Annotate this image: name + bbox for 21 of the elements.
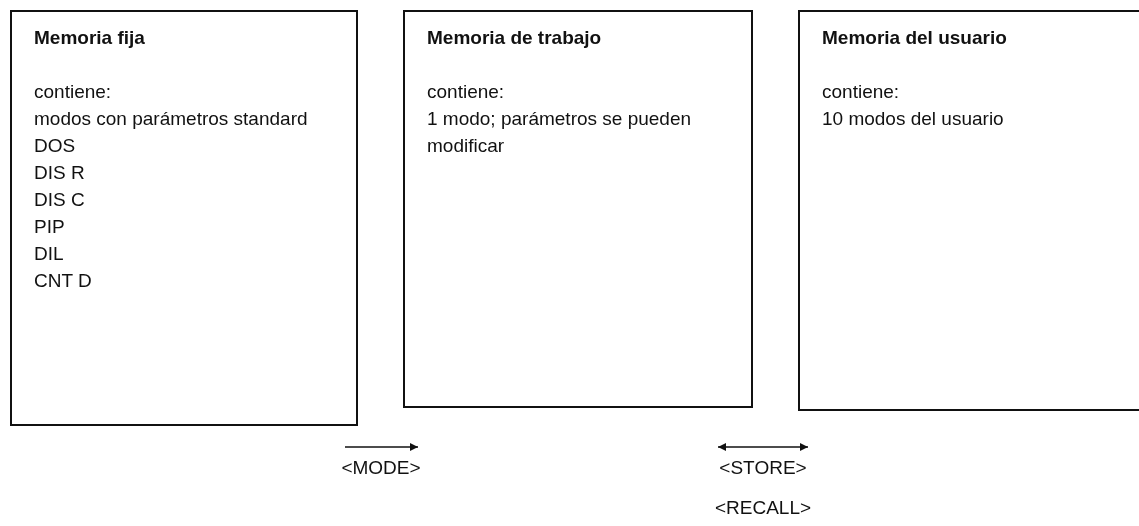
box-text: DIS C bbox=[34, 188, 86, 212]
box-text: PIP bbox=[34, 215, 66, 239]
memory-box bbox=[798, 10, 1139, 411]
box-heading: Memoria fija bbox=[34, 26, 146, 50]
key-label: <RECALL> bbox=[714, 497, 812, 519]
box-text: CNT D bbox=[34, 269, 93, 293]
key-label: <STORE> bbox=[719, 457, 807, 479]
box-heading: Memoria del usuario bbox=[822, 26, 1008, 50]
box-text: contiene: bbox=[34, 80, 113, 104]
box-text: DIL bbox=[34, 242, 65, 266]
box-text: contiene: bbox=[427, 80, 506, 104]
box-text: DIS R bbox=[34, 161, 86, 185]
box-text: contiene: bbox=[822, 80, 901, 104]
box-text: modos con parámetros standard bbox=[34, 107, 309, 131]
box-text: 1 modo; parámetros se pueden modificar bbox=[427, 107, 693, 158]
memory-box bbox=[10, 10, 358, 426]
box-text: 10 modos del usuario bbox=[822, 107, 1005, 131]
memory-box bbox=[403, 10, 753, 408]
box-heading: Memoria de trabajo bbox=[427, 26, 603, 50]
box-text: DOS bbox=[34, 134, 77, 158]
key-label: <MODE> bbox=[341, 457, 421, 479]
